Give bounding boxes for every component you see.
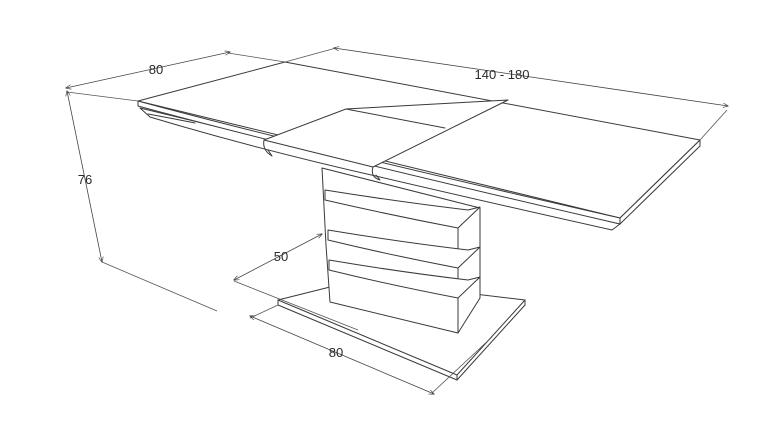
top-length-label: 140 - 180 <box>475 67 530 82</box>
base-length-label: 80 <box>329 345 343 360</box>
table-top <box>137 61 701 231</box>
base-width-label: 50 <box>274 249 288 264</box>
dimension-base-length: 80 <box>250 304 493 394</box>
dimension-height: 76 <box>67 91 218 312</box>
top-width-label: 80 <box>149 62 163 77</box>
height-label: 76 <box>78 172 92 187</box>
pedestal-column <box>321 167 481 334</box>
dimension-top-length: 140 - 180 <box>284 48 728 141</box>
